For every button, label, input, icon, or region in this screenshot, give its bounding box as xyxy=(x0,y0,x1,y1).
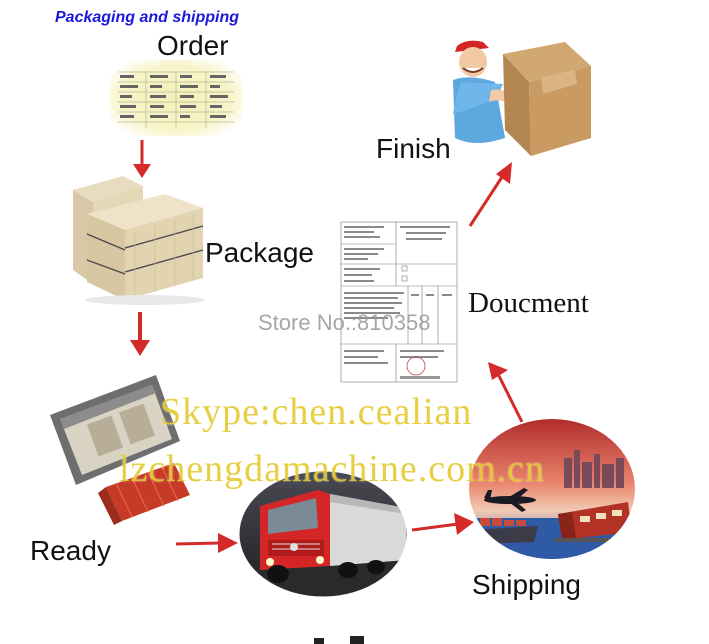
shipping-transport-image xyxy=(469,419,635,559)
arrow-shipping-to-document xyxy=(488,362,524,423)
shipping-label: Shipping xyxy=(472,569,581,600)
arrow-document-to-finish xyxy=(468,162,512,227)
package-label: Package xyxy=(205,237,314,268)
bottom-cutoff-fragment xyxy=(314,636,364,644)
wooden-crates-image xyxy=(73,176,205,305)
finish-label: Finish xyxy=(376,133,451,164)
arrow-package-to-ready xyxy=(130,312,150,356)
order-form-image xyxy=(110,60,242,136)
document-label: Doucment xyxy=(468,287,589,319)
order-label: Order xyxy=(157,30,229,61)
ready-label: Ready xyxy=(30,535,111,566)
watermark-skype: Skype:chen.cealian xyxy=(160,391,473,433)
arrow-truck-to-shipping xyxy=(412,513,474,535)
certificate-document-image xyxy=(338,216,460,386)
arrow-ready-to-truck xyxy=(176,533,238,553)
delivery-man-image xyxy=(453,40,591,156)
truck-image xyxy=(238,470,408,598)
watermark-website: lzchengdamachine.com.cn xyxy=(119,448,546,490)
container-loading-image xyxy=(50,375,190,525)
header-title: Packaging and shipping xyxy=(55,9,240,26)
watermark-store-number: Store No.:810358 xyxy=(258,310,431,335)
arrow-order-to-package xyxy=(133,140,151,178)
